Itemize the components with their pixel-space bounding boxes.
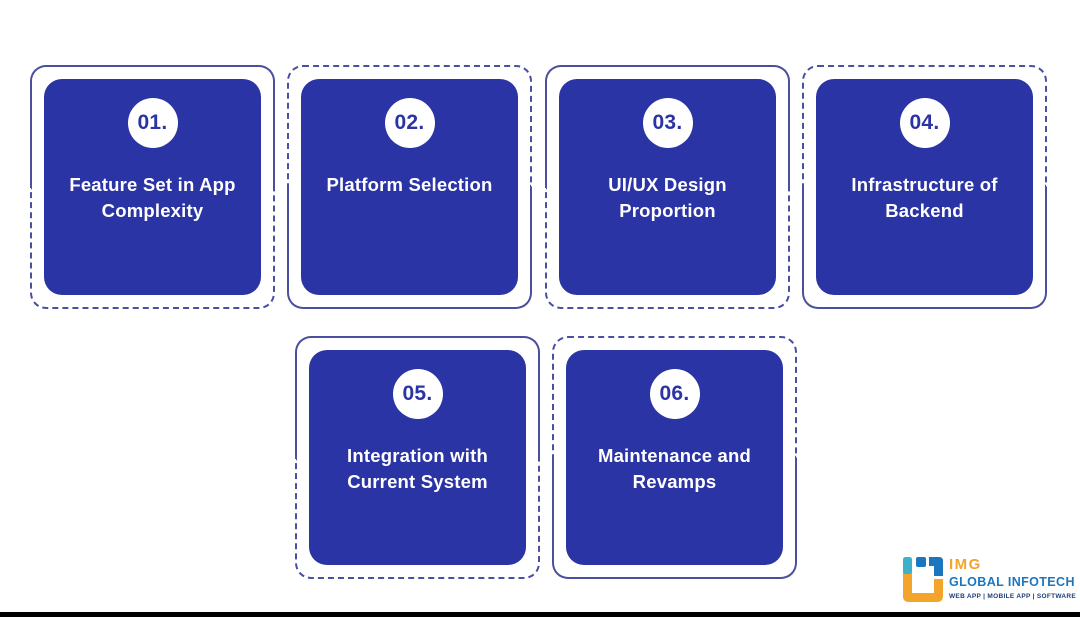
step-card-4: 04. Infrastructure of Backend [802,65,1047,309]
step-card-5: 05. Integration with Current System [295,336,540,579]
step-number-badge: 06. [649,369,700,419]
logo-name: IMG [949,556,982,573]
card-body: 01. Feature Set in App Complexity [44,79,261,295]
card-title: Infrastructure of Backend [851,174,998,221]
step-number: 04. [909,111,940,134]
step-card-3: 03. UI/UX Design Proportion [545,65,790,309]
card-title: UI/UX Design Proportion [608,174,727,221]
logo-company-name: GLOBAL INFOTECH [949,575,1075,589]
step-number-badge: 01. [127,98,178,148]
step-number: 06. [659,382,690,405]
step-number: 02. [394,111,425,134]
step-number: 03. [652,111,683,134]
card-body: 03. UI/UX Design Proportion [559,79,776,295]
card-body: 05. Integration with Current System [309,350,526,565]
step-card-1: 01. Feature Set in App Complexity [30,65,275,309]
step-card-6: 06. Maintenance and Revamps [552,336,797,579]
card-title: Feature Set in App Complexity [69,174,236,221]
card-body: 04. Infrastructure of Backend [816,79,1033,295]
step-number: 05. [402,382,433,405]
card-title: Maintenance and Revamps [597,445,752,492]
img-global-infotech-logo: IMG GLOBAL INFOTECH WEB APP | MOBILE APP… [903,557,1076,603]
step-number-badge: 02. [384,98,435,148]
logo-text-block: IMG GLOBAL INFOTECH WEB APP | MOBILE APP… [949,557,1076,600]
card-title: Integration with Current System [347,445,488,492]
logo-tagline: WEB APP | MOBILE APP | SOFTWARE [949,592,1077,600]
step-card-2: 02. Platform Selection [287,65,532,309]
step-number-badge: 03. [642,98,693,148]
step-number: 01. [137,111,168,134]
step-number-badge: 05. [392,369,443,419]
logo-mark-icon [903,557,943,602]
footer-bar [0,612,1080,617]
card-title: Platform Selection [326,174,493,195]
card-body: 06. Maintenance and Revamps [566,350,783,565]
card-body: 02. Platform Selection [301,79,518,295]
step-number-badge: 04. [899,98,950,148]
